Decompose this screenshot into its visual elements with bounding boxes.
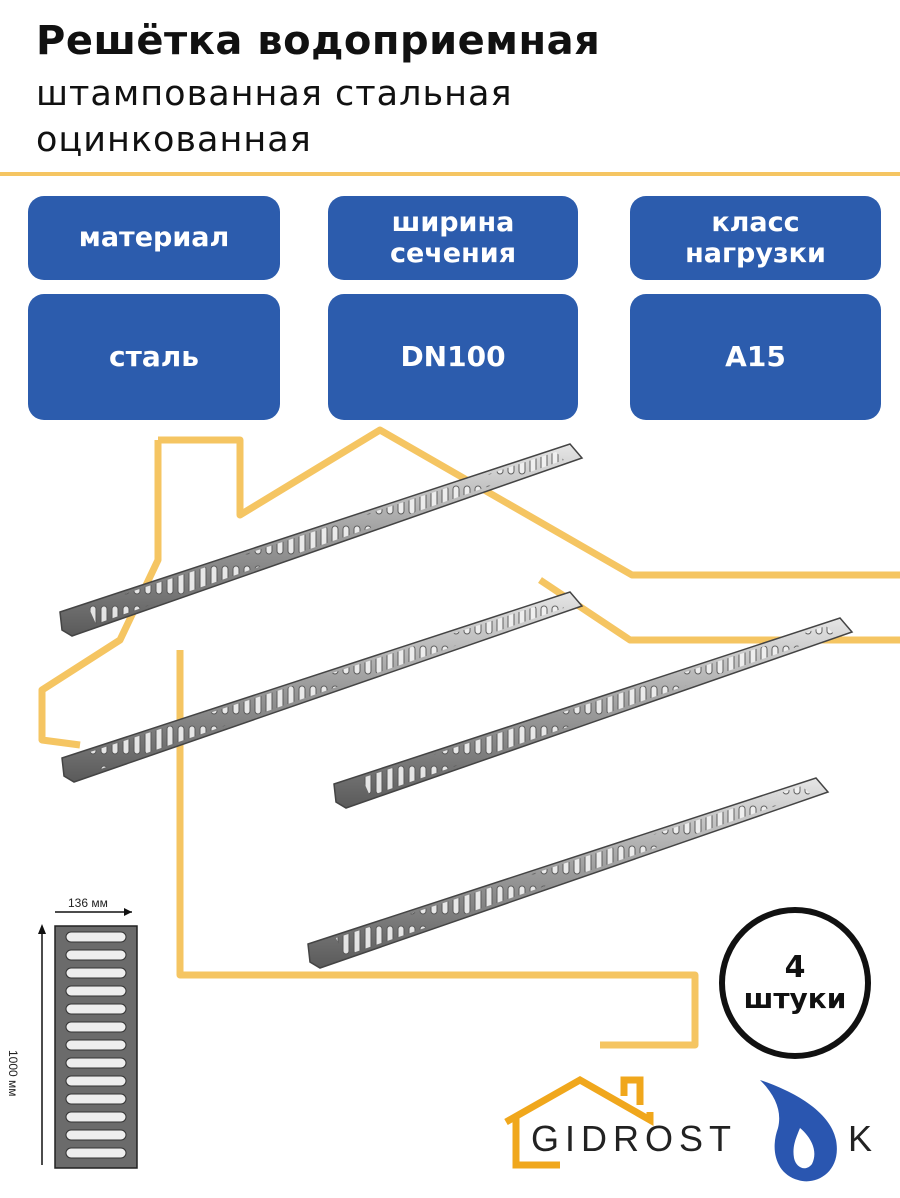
load-class-label: класс нагрузки xyxy=(630,196,881,280)
page-title: Решётка водоприемная xyxy=(36,18,601,64)
logo-house-icon xyxy=(504,1075,654,1169)
material-label: материал xyxy=(28,196,280,280)
width-value: DN100 xyxy=(328,294,578,420)
load-class-value: А15 xyxy=(630,294,881,420)
width-label: ширина сечения xyxy=(328,196,578,280)
dimension-schematic xyxy=(38,908,138,1169)
grate-1 xyxy=(59,443,584,637)
quantity-badge: 4 штуки xyxy=(719,907,871,1059)
grate-3 xyxy=(333,617,854,809)
grate-2 xyxy=(61,591,584,783)
quantity-number: 4 xyxy=(784,950,806,986)
header-divider xyxy=(0,172,900,176)
material-value: сталь xyxy=(28,294,280,420)
water-drop-icon xyxy=(760,1080,837,1182)
logo-text-k: K xyxy=(848,1118,873,1159)
subtitle-line-1: штампованная стальная xyxy=(36,74,513,114)
logo-text: GIDROST xyxy=(531,1118,738,1159)
width-dimension-label: 136 мм xyxy=(68,896,108,910)
subtitle-line-2: оцинкованная xyxy=(36,120,312,160)
quantity-unit: штуки xyxy=(743,982,847,1016)
length-dimension-label: 1000 мм xyxy=(6,1050,20,1097)
grate-4 xyxy=(307,777,830,969)
